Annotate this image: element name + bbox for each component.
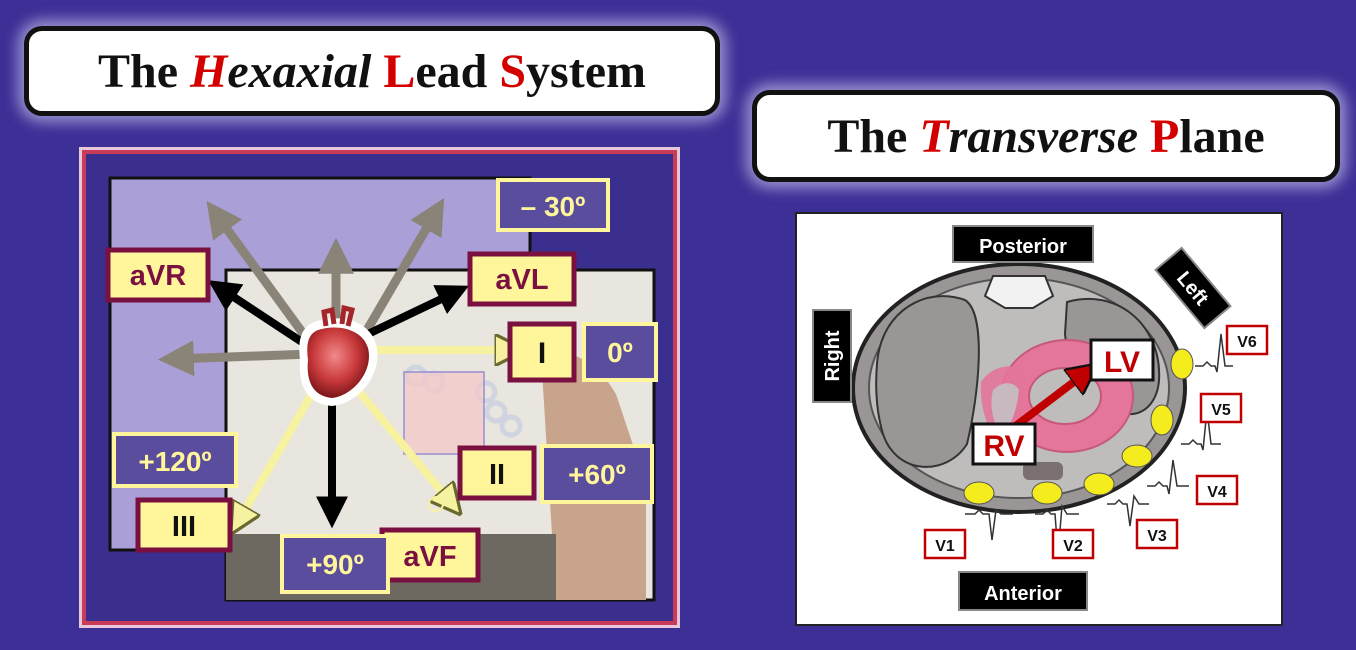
rv-to-lv-arrow (1010, 372, 1087, 432)
degree-0-text: 0º (607, 337, 633, 368)
label-rv-text: RV (983, 430, 1024, 463)
label-I-text: I (538, 337, 546, 370)
title-word-ransverse: ransverse (948, 109, 1138, 163)
label-aVR-text: aVR (130, 260, 186, 292)
title-letter-h: H (190, 44, 228, 98)
lead-v4: V4 (1195, 474, 1239, 506)
lead-v1: V1 (923, 528, 967, 560)
label-II-text: II (489, 459, 505, 491)
hexaxial-diagram: aVR aVL I II III aVF – 30º 0º (105, 176, 658, 602)
label-right: Right (812, 309, 852, 403)
ecg-inset-image (403, 371, 485, 455)
ecg-traces (965, 333, 1233, 555)
yellow-ring-marker (428, 496, 444, 512)
lead-v1-text: V1 (935, 538, 955, 555)
degree-plus60-text: +60º (568, 459, 626, 490)
vertebra-shape (983, 275, 1055, 309)
title-word-ystem: ystem (526, 44, 646, 98)
lead-v6: V6 (1225, 324, 1269, 356)
lead-v5: V5 (1199, 392, 1243, 424)
degree-plus120: +120º (112, 432, 238, 488)
degree-plus120-text: +120º (138, 446, 211, 477)
degree-plus60: +60º (540, 444, 654, 504)
black-axes (207, 280, 469, 529)
label-aVL-text: aVL (495, 264, 548, 296)
lead-v4-text: V4 (1207, 484, 1227, 501)
lead-v2-text: V2 (1063, 538, 1083, 555)
hexaxial-diagram-panel: aVR aVL I II III aVF – 30º 0º (79, 147, 680, 628)
transverse-diagram-panel: LV RV Posterior Anterior Right Left (795, 212, 1283, 626)
label-aVF: aVF (379, 527, 481, 583)
label-left: Left (1154, 246, 1232, 330)
label-aVL: aVL (467, 251, 577, 307)
lead-v3: V3 (1135, 518, 1179, 550)
title-word-the: The (97, 44, 178, 98)
title-letter-p: P (1150, 109, 1180, 163)
degree-0: 0º (582, 322, 658, 382)
label-posterior-text: Posterior (979, 236, 1067, 258)
degree-minus30: – 30º (496, 178, 610, 232)
transverse-diagram: LV RV Posterior Anterior Right Left (812, 225, 1269, 611)
yellow-axes (238, 350, 512, 522)
label-right-text: Right (822, 330, 844, 381)
label-rv: RV (971, 422, 1037, 466)
lead-v5-text: V5 (1211, 402, 1231, 419)
title-letter-s: S (499, 44, 527, 98)
heart-icon (299, 304, 378, 406)
title-word-the: The (827, 109, 908, 163)
label-posterior: Posterior (952, 225, 1094, 263)
v-lead-labels: V1 V2 V3 V4 V5 V6 (923, 324, 1269, 560)
title-word-ead: ead (415, 44, 488, 98)
title-letter-t: T (919, 109, 949, 163)
label-aVF-text: aVF (403, 541, 456, 573)
label-I: I (507, 321, 577, 383)
degree-plus90-text: +90º (306, 549, 364, 580)
sternum-shape (1023, 462, 1063, 480)
precordial-electrodes (963, 348, 1194, 505)
title-letter-l: L (383, 44, 416, 98)
lead-v6-text: V6 (1237, 334, 1257, 351)
title-word-lane: lane (1179, 109, 1265, 163)
label-lv-text: LV (1104, 346, 1140, 379)
lead-v2: V2 (1051, 528, 1095, 560)
right-lung-shape (875, 295, 980, 468)
degree-minus30-text: – 30º (521, 191, 586, 222)
label-anterior: Anterior (958, 571, 1088, 611)
title-word-exaxial: exaxial (227, 44, 372, 98)
label-aVR: aVR (105, 247, 211, 303)
label-anterior-text: Anterior (984, 583, 1062, 605)
degree-plus90: +90º (280, 534, 390, 594)
label-III: III (135, 497, 233, 553)
label-III-text: III (172, 511, 196, 543)
label-II: II (457, 445, 537, 501)
lead-v3-text: V3 (1147, 528, 1167, 545)
label-lv: LV (1089, 338, 1155, 382)
